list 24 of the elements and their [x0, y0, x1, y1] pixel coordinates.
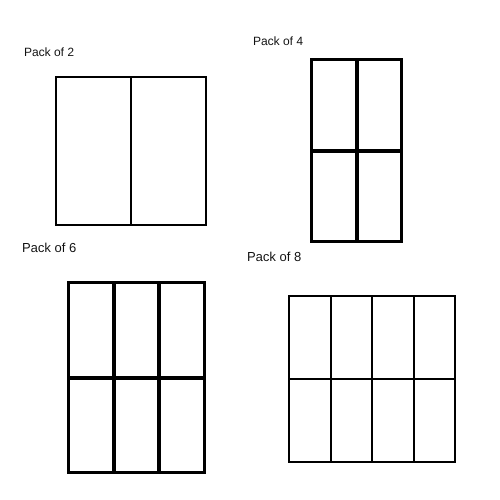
pack-label: Pack of 8 — [247, 249, 302, 265]
compartment — [114, 378, 160, 473]
compartment — [414, 296, 455, 379]
compartment — [372, 379, 414, 462]
compartment — [159, 282, 205, 378]
compartment — [68, 378, 114, 473]
compartment — [356, 59, 402, 150]
compartment — [356, 150, 402, 242]
compartment — [330, 296, 372, 379]
compartment — [131, 77, 206, 225]
compartment — [330, 379, 372, 462]
compartment — [311, 150, 356, 242]
compartment — [114, 282, 160, 378]
compartment — [56, 77, 131, 225]
compartment — [289, 296, 330, 379]
pack-label: Pack of 4 — [253, 34, 304, 48]
compartment — [311, 59, 356, 150]
compartment — [414, 379, 455, 462]
compartment — [372, 296, 414, 379]
compartment — [289, 379, 330, 462]
compartment — [159, 378, 205, 473]
compartment — [68, 282, 114, 378]
pack-label: Pack of 2 — [24, 45, 74, 60]
pack-label: Pack of 6 — [22, 240, 76, 256]
